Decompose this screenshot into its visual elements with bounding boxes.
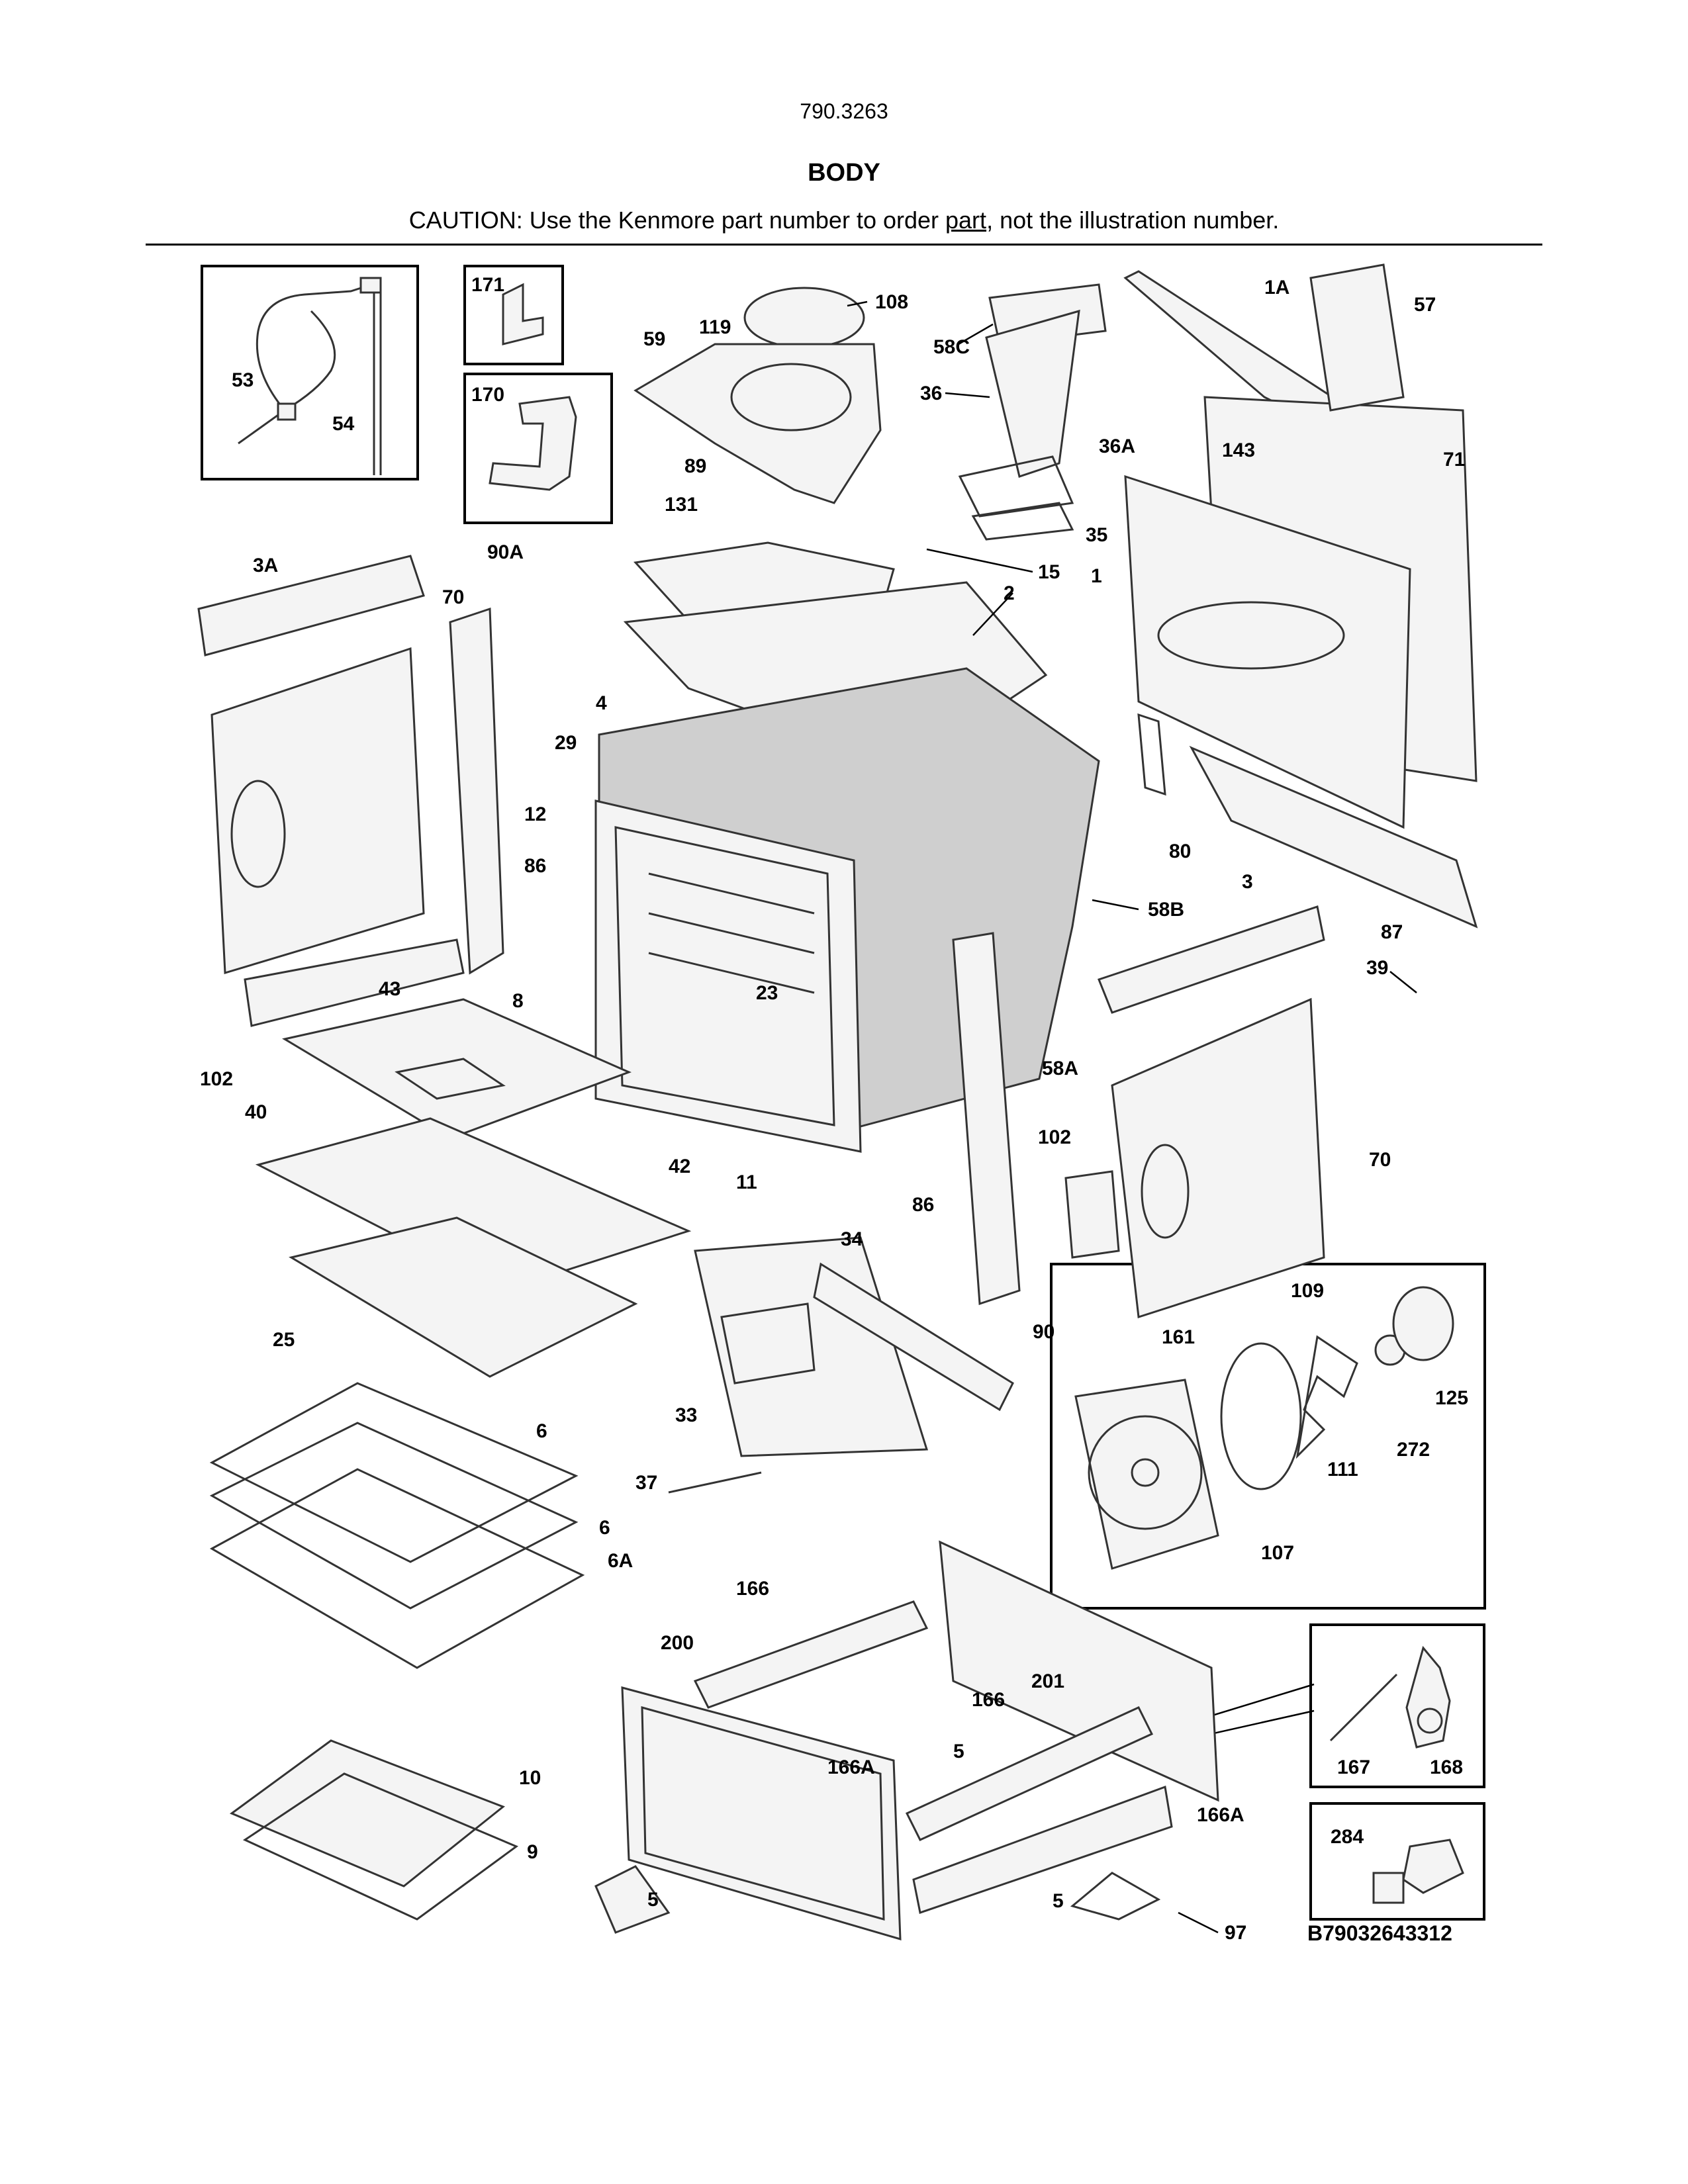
callout-12: 12: [524, 803, 546, 825]
rear-panels: [1123, 263, 1478, 929]
door-and-pans: [255, 998, 1014, 1457]
bracket-170-inset: 170: [463, 373, 613, 524]
callout-111: 111: [1327, 1459, 1358, 1480]
callout-171: 171: [471, 274, 504, 296]
callout-6-upper: 6: [536, 1420, 547, 1442]
callout-90A: 90A: [487, 541, 524, 563]
caution-text-before: CAUTION: Use the Kenmore part number to …: [408, 206, 946, 234]
callout-97: 97: [1225, 1922, 1246, 1944]
callout-36A: 36A: [1099, 435, 1135, 457]
callout-272: 272: [1397, 1439, 1430, 1461]
callout-42: 42: [669, 1156, 690, 1177]
callout-43-left: 43: [379, 978, 400, 1000]
bracket-171-inset: 171: [463, 265, 564, 365]
switch-284-inset: 284: [1309, 1802, 1485, 1921]
caution-text-after: , not the illustration number.: [986, 206, 1280, 234]
callout-58C: 58C: [933, 336, 970, 358]
callout-1A: 1A: [1264, 277, 1289, 298]
callout-39: 39: [1366, 957, 1388, 979]
base-frame: [594, 1540, 1219, 1941]
callout-37: 37: [635, 1472, 657, 1494]
callout-70-left: 70: [442, 586, 464, 608]
callout-10: 10: [519, 1767, 541, 1789]
caution-note: CAUTION: Use the Kenmore part number to …: [0, 206, 1688, 234]
callout-6-lower: 6: [599, 1517, 610, 1539]
callout-70-right: 70: [1369, 1149, 1391, 1171]
callout-102-right: 102: [1038, 1126, 1071, 1148]
callout-labels: 108 119 59 58C 36 36A 35 89 131 15 2 1A …: [200, 277, 1465, 1944]
caution-link[interactable]: part: [945, 206, 987, 234]
callout-58B: 58B: [1148, 899, 1184, 921]
callout-131: 131: [665, 494, 698, 516]
callout-4: 4: [596, 692, 607, 714]
callout-71: 71: [1443, 449, 1465, 471]
callout-5-mid: 5: [953, 1741, 964, 1762]
callout-102-left: 102: [200, 1068, 233, 1090]
callout-34: 34: [841, 1228, 863, 1250]
callout-119: 119: [699, 316, 731, 338]
callout-11: 11: [736, 1171, 757, 1193]
callout-36: 36: [920, 383, 942, 404]
callout-57: 57: [1414, 294, 1436, 316]
callout-166A-left: 166A: [827, 1756, 875, 1778]
convection-fan-inset: 109 161 125 272 111 107: [1050, 1263, 1486, 1610]
callout-200: 200: [661, 1632, 694, 1654]
callout-5-left: 5: [647, 1889, 659, 1911]
callout-35: 35: [1086, 524, 1107, 546]
callout-161: 161: [1162, 1326, 1195, 1348]
callout-90: 90: [1033, 1321, 1055, 1343]
oven-cavity: [594, 667, 1100, 1153]
side-panels: [197, 555, 1325, 1318]
callout-40: 40: [245, 1101, 267, 1123]
callout-33: 33: [675, 1404, 697, 1426]
callout-15: 15: [1038, 561, 1060, 583]
callout-80: 80: [1169, 841, 1191, 862]
callout-86-left: 86: [524, 855, 546, 877]
callout-1: 1: [1091, 565, 1102, 587]
callout-8: 8: [512, 990, 524, 1012]
callout-109: 109: [1291, 1280, 1324, 1302]
page-title: BODY: [808, 159, 880, 187]
callout-87: 87: [1381, 921, 1403, 943]
callout-108: 108: [875, 291, 908, 313]
callout-166A-right: 166A: [1197, 1804, 1244, 1826]
callout-9: 9: [527, 1841, 538, 1863]
callout-23: 23: [756, 982, 778, 1004]
callout-107: 107: [1261, 1542, 1294, 1564]
callout-54: 54: [332, 413, 355, 435]
callout-25: 25: [273, 1329, 295, 1351]
diagram-reference: B79032643312: [1307, 1921, 1452, 1945]
callout-143: 143: [1222, 439, 1255, 461]
callout-166-left: 166: [736, 1578, 769, 1600]
callout-59: 59: [643, 328, 665, 350]
header-divider: [146, 244, 1542, 246]
callout-170: 170: [471, 384, 504, 406]
callout-166-right: 166: [972, 1689, 1005, 1711]
callout-284: 284: [1331, 1826, 1364, 1848]
callout-5-right: 5: [1053, 1890, 1064, 1912]
callout-201: 201: [1031, 1670, 1064, 1692]
callout-3: 3: [1242, 871, 1253, 893]
racks-and-broiler: [209, 1382, 762, 1921]
thermostat-inset: 53 54: [201, 265, 419, 480]
callout-6A: 6A: [608, 1550, 633, 1572]
leader-lines: [847, 300, 1417, 1934]
callout-29-top: 29: [555, 732, 577, 754]
callout-167: 167: [1337, 1756, 1370, 1778]
callout-3A: 3A: [253, 555, 278, 576]
hinge-inset: 167 168: [1309, 1623, 1485, 1788]
callout-168: 168: [1430, 1756, 1463, 1778]
callout-89: 89: [684, 455, 706, 477]
model-number: 790.3263: [800, 99, 888, 123]
callout-58A: 58A: [1042, 1058, 1078, 1079]
callout-125: 125: [1435, 1387, 1468, 1409]
callout-53: 53: [232, 369, 254, 391]
callout-86-right: 86: [912, 1194, 934, 1216]
